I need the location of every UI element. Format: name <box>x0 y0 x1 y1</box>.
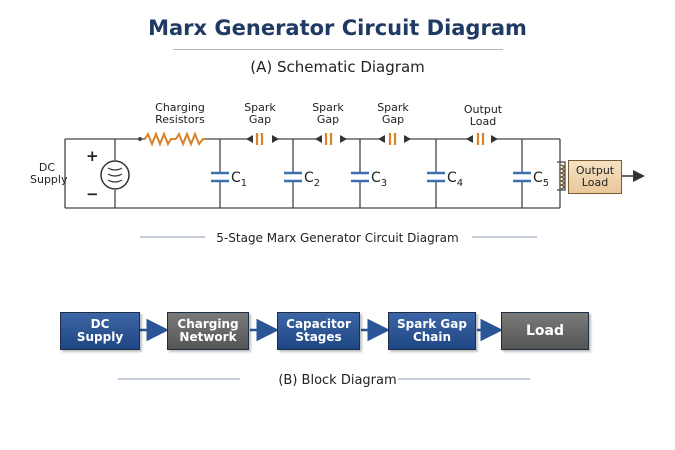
capacitor-c1 <box>211 139 229 208</box>
title-divider <box>173 49 503 50</box>
spark-gap-3-label: Spark Gap <box>377 101 409 126</box>
spark-gap-1-label: Spark Gap <box>244 101 276 126</box>
load-coil <box>558 164 565 190</box>
spark-gap-3 <box>378 133 411 145</box>
load-connection <box>557 139 566 208</box>
capacitor-label-c2: C2 <box>304 170 321 189</box>
capacitor-c5 <box>513 139 531 208</box>
capacitor-label-c4: C4 <box>447 170 464 189</box>
block-load: Load <box>501 312 589 350</box>
block-spark-gap-chain-label: Spark Gap Chain <box>397 317 467 344</box>
capacitor-c2 <box>284 139 302 208</box>
block-load-label: Load <box>525 322 564 339</box>
output-load-label: Output Load <box>463 103 503 128</box>
junction-dot <box>138 137 142 141</box>
output-load-box: Output Load <box>568 160 622 194</box>
schematic-subtitle: (A) Schematic Diagram <box>250 58 425 76</box>
schematic-caption: 5-Stage Marx Generator Circuit Diagram <box>216 231 459 245</box>
capacitor-c4 <box>427 139 445 208</box>
dc-supply-label: DC Supply <box>30 161 68 186</box>
output-gap <box>466 133 498 145</box>
block-diagram-caption: (B) Block Diagram <box>278 373 397 388</box>
capacitor-c3 <box>351 139 369 208</box>
dc-source-symbol <box>100 139 130 208</box>
capacitor-label-c3: C3 <box>371 170 388 189</box>
block-charging-network: Charging Network <box>167 312 249 350</box>
capacitor-label-c1: C1 <box>231 170 248 189</box>
block-capacitor-stages-label: Capacitor Stages <box>286 317 351 344</box>
spark-gap-2 <box>315 133 347 145</box>
plus-sign: + <box>86 147 99 165</box>
spark-gap-2-label: Spark Gap <box>312 101 344 126</box>
block-dc-supply-label: DC Supply <box>76 317 124 344</box>
block-dc-supply: DC Supply <box>60 312 140 350</box>
minus-sign: − <box>86 185 99 203</box>
charging-resistors <box>144 131 206 147</box>
page-title: Marx Generator Circuit Diagram <box>148 16 527 40</box>
spark-gap-1 <box>246 133 279 145</box>
block-spark-gap-chain: Spark Gap Chain <box>388 312 476 350</box>
block-capacitor-stages: Capacitor Stages <box>277 312 360 350</box>
capacitor-label-c5: C5 <box>533 170 550 189</box>
charging-resistors-label: Charging Resistors <box>155 101 205 126</box>
block-charging-network-label: Charging Network <box>177 317 239 344</box>
